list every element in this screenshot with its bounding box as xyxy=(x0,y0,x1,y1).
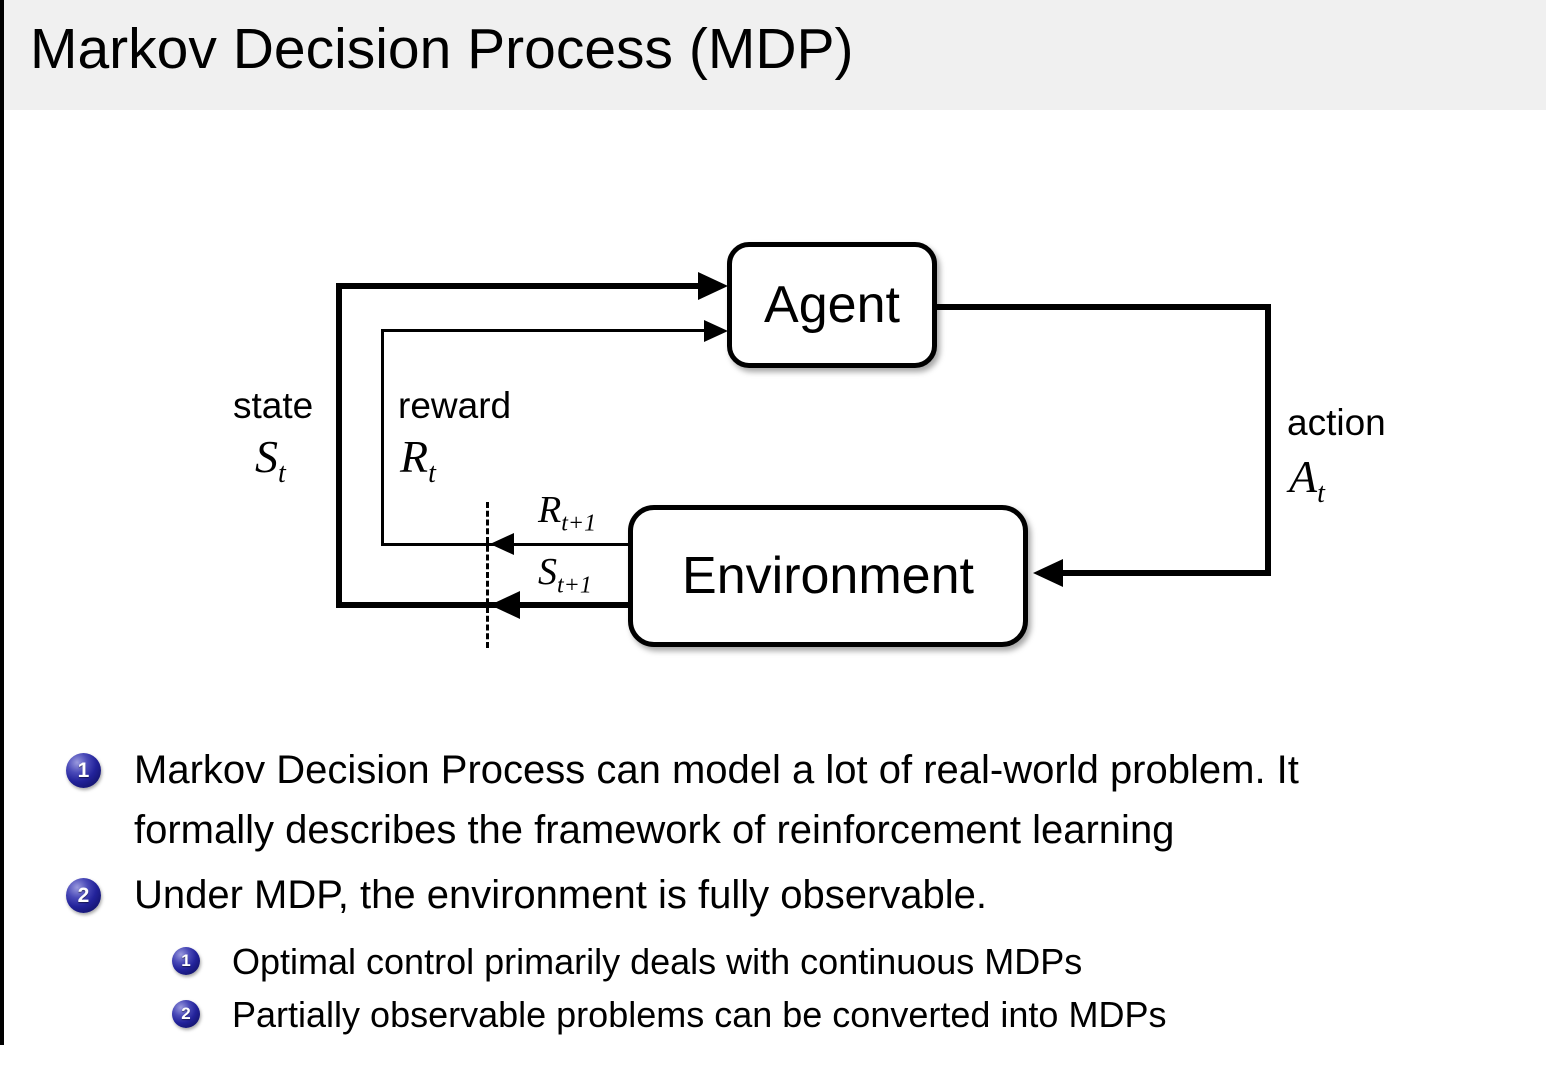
agent-label: Agent xyxy=(764,276,900,334)
next-reward-symbol: Rt+1 xyxy=(538,489,597,537)
environment-box: Environment xyxy=(628,505,1028,647)
state-arrowhead-into-agent xyxy=(698,272,728,300)
reward-label: reward xyxy=(398,385,512,426)
title-band xyxy=(0,0,1546,110)
page-title: Markov Decision Process (MDP) xyxy=(30,17,854,81)
sub-bullet-ball-1: 1 xyxy=(172,947,200,975)
bullet-ball-1: 1 xyxy=(66,753,101,788)
list-item: Partially observable problems can be con… xyxy=(232,988,1166,1041)
action-label: action xyxy=(1287,402,1386,443)
reward-arrowhead-into-agent xyxy=(704,320,728,342)
state-loop-top-line xyxy=(336,283,698,289)
sub-bullet-1-text: Optimal control primarily deals with con… xyxy=(232,941,1083,982)
bullet-2-line-1: Under MDP, the environment is fully obse… xyxy=(134,873,988,917)
environment-label: Environment xyxy=(682,547,974,605)
slide-left-border xyxy=(0,0,4,1045)
state-loop-vertical-line xyxy=(336,283,342,608)
bullet-1-line-2: formally describes the framework of rein… xyxy=(134,808,1175,852)
action-loop-top-line xyxy=(937,304,1271,310)
action-symbol: At xyxy=(1289,451,1325,510)
reward-loop-vertical-line xyxy=(381,329,384,546)
action-loop-bottom-line xyxy=(1050,570,1271,576)
reward-loop-top-line xyxy=(381,329,706,332)
bullet-ball-2: 2 xyxy=(66,878,101,913)
state-symbol: St xyxy=(255,431,286,490)
sub-bullet-2-text: Partially observable problems can be con… xyxy=(232,994,1167,1035)
bullet-list: 1 Markov Decision Process can model a lo… xyxy=(0,740,1546,1070)
next-reward-arrowhead xyxy=(490,533,514,555)
state-label: state xyxy=(233,385,314,426)
action-loop-vertical-line xyxy=(1265,304,1271,576)
next-state-symbol: St+1 xyxy=(538,551,592,599)
next-state-arrowhead xyxy=(490,591,520,619)
list-item: Optimal control primarily deals with con… xyxy=(232,935,1082,988)
agent-box: Agent xyxy=(727,242,937,368)
list-item: Under MDP, the environment is fully obse… xyxy=(134,865,987,925)
sub-bullet-ball-2: 2 xyxy=(172,1000,200,1028)
reward-symbol: Rt xyxy=(400,431,436,490)
bullet-1-line-1: Markov Decision Process can model a lot … xyxy=(134,748,1299,792)
state-loop-bottom-line xyxy=(336,602,628,608)
mdp-diagram: Agent Environment state St reward Rt act… xyxy=(0,110,1546,700)
list-item: Markov Decision Process can model a lot … xyxy=(134,740,1299,860)
time-boundary-dashed-line xyxy=(486,502,489,648)
action-arrowhead-into-environment xyxy=(1033,559,1063,587)
